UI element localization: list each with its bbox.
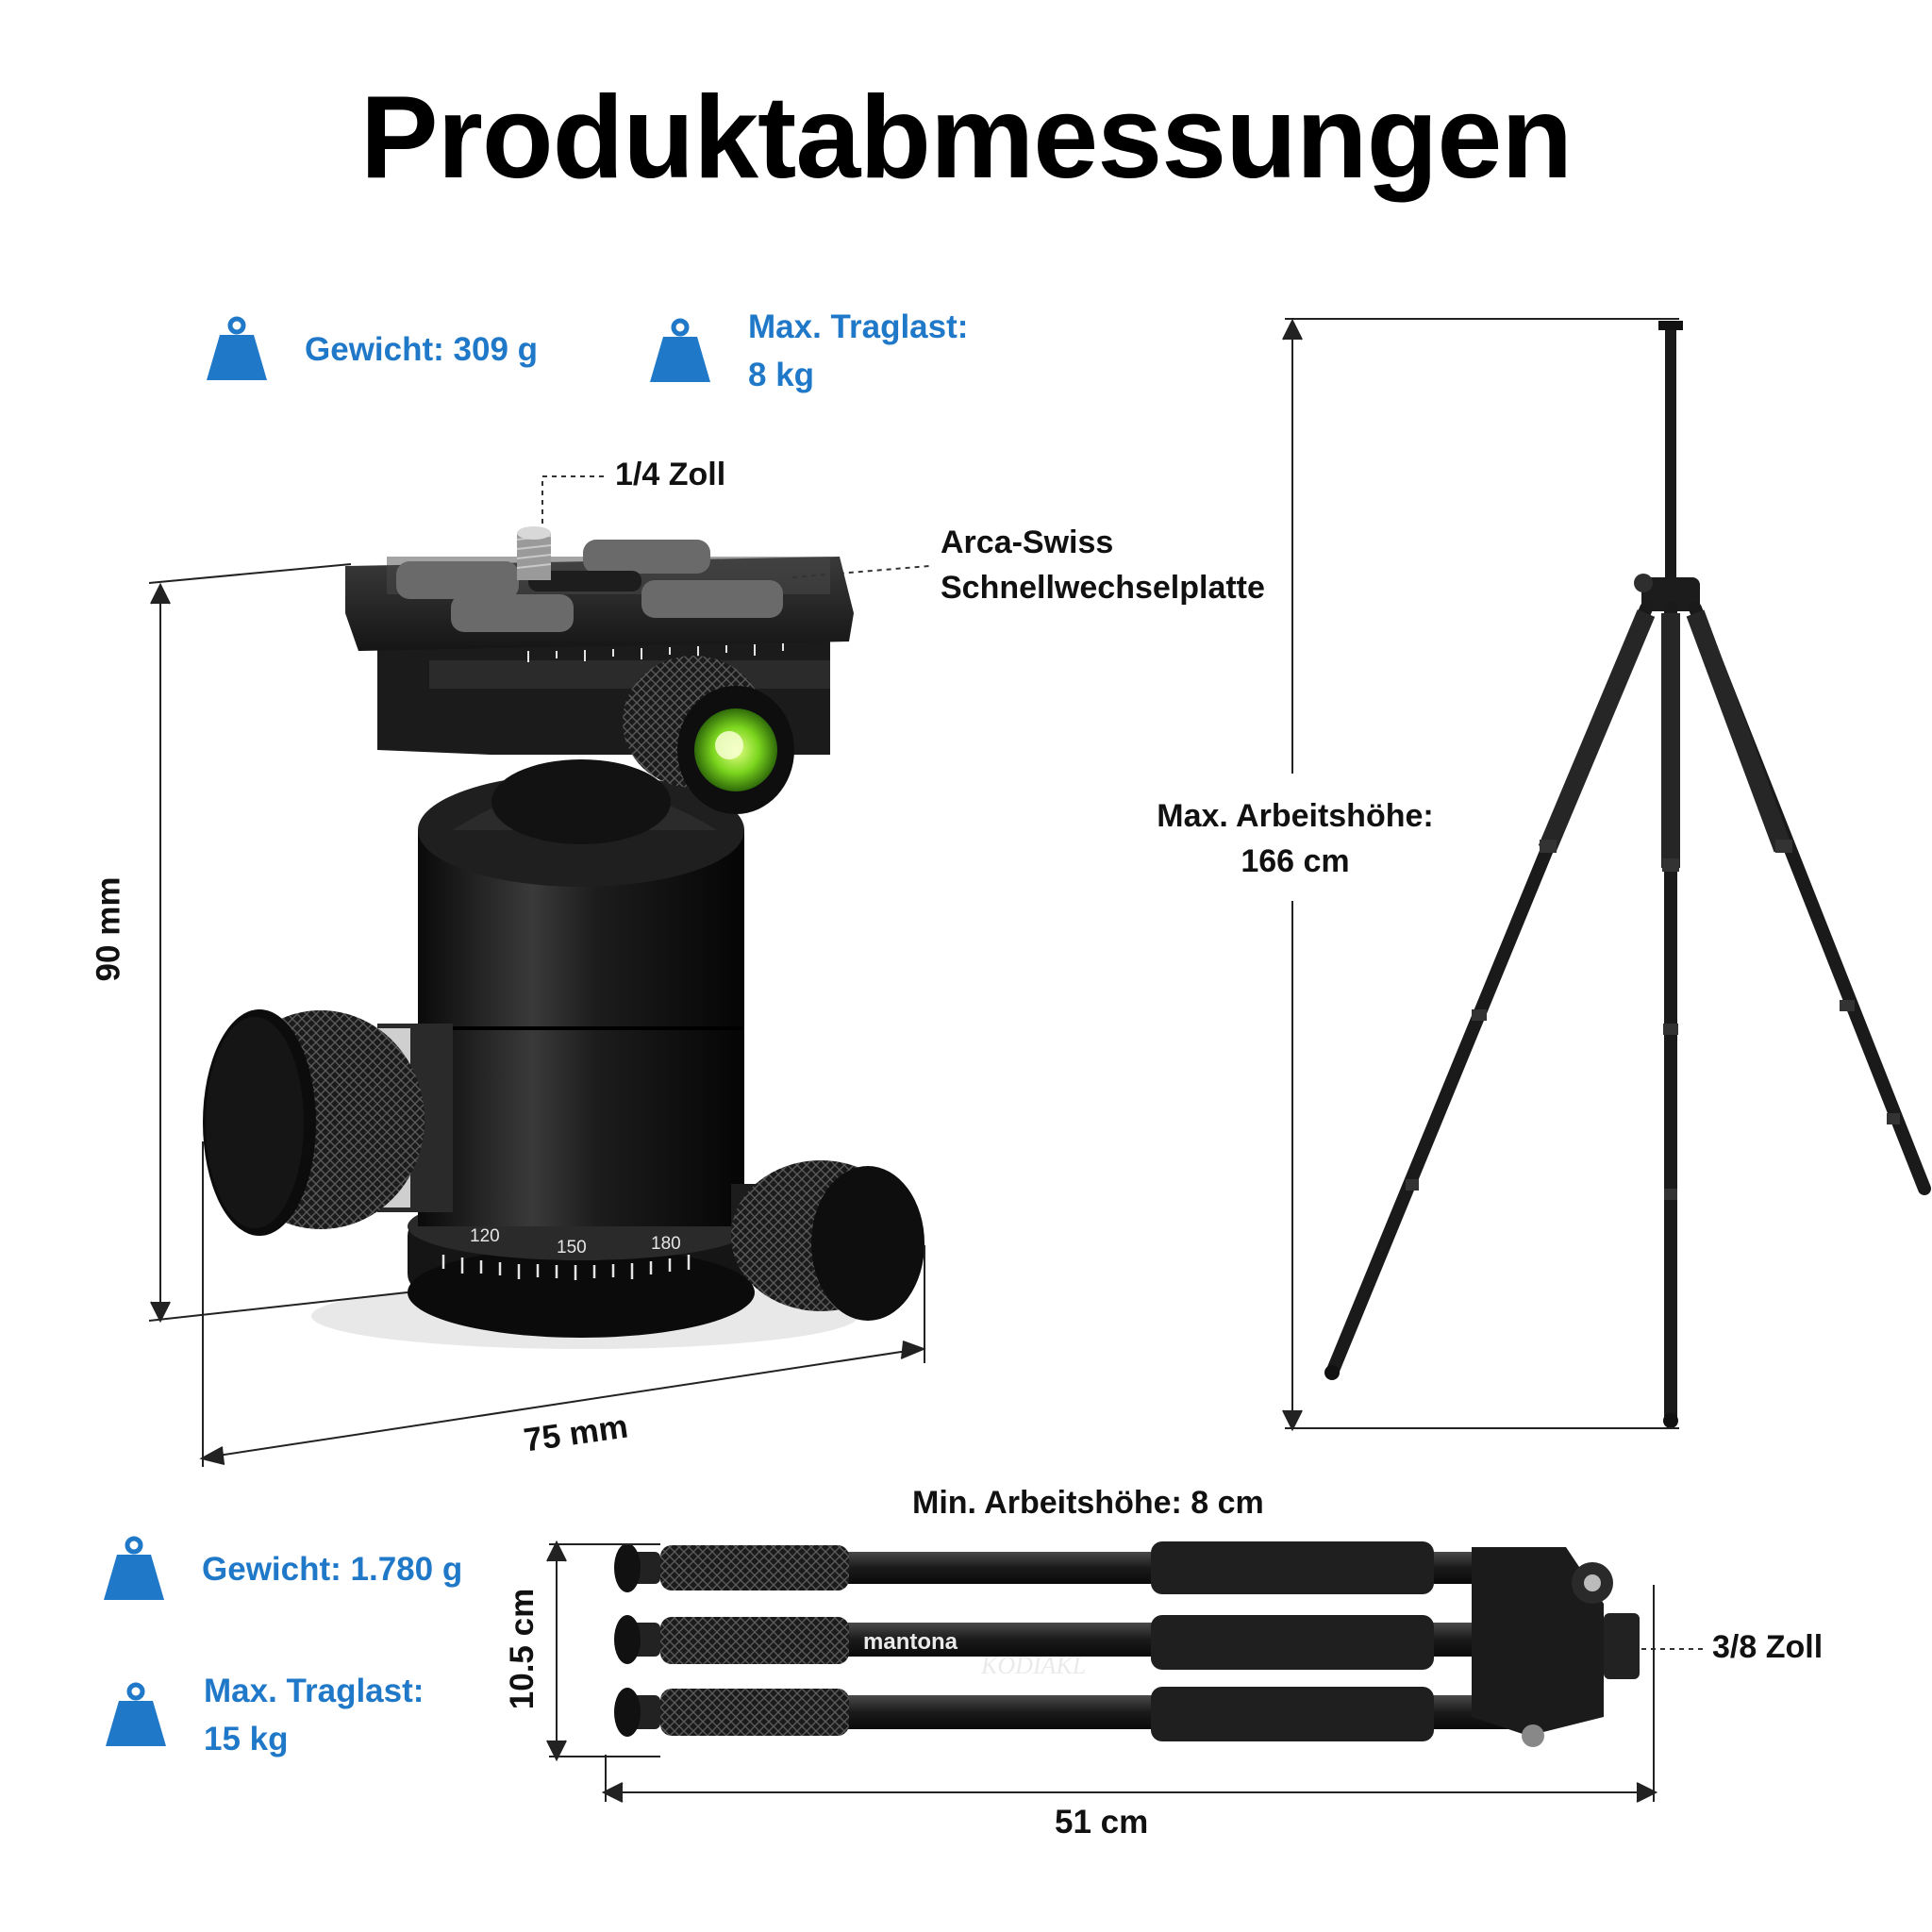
weight-icon <box>104 1536 164 1600</box>
ballhead-weight-text: Gewicht: 309 g <box>305 330 539 368</box>
page-title: Produktabmessungen <box>359 73 1573 203</box>
folded-length-label: 51 cm <box>1055 1804 1149 1840</box>
plate-label-line1: Arca-Swiss <box>941 525 1114 560</box>
lock-knob-left <box>203 1009 453 1236</box>
plate-label: Arca-Swiss Schnellwechselplatte <box>941 521 1265 610</box>
tripod-folded: mantona KODIAKL <box>614 1541 1640 1747</box>
plate-label-line2: Schnellwechselplatte <box>941 569 1265 606</box>
bubble-level <box>623 656 794 814</box>
leader-lines <box>541 475 1707 1650</box>
thread-label-quarter-inch: 1/4 Zoll <box>615 457 726 492</box>
min-height-label: Min. Arbeitshöhe: 8 cm <box>912 1485 1264 1521</box>
tripod-load-text: Max. Traglast: 15 kg <box>204 1668 424 1764</box>
ball-head: 120 150 180 <box>203 526 924 1349</box>
plate-scale <box>527 643 784 662</box>
folded-dimensions <box>546 1540 1658 1803</box>
max-height-line2: 166 cm <box>1241 842 1350 879</box>
folded-leg-bottom <box>623 1687 1538 1741</box>
model-text: KODIAKL <box>980 1652 1086 1679</box>
max-height-line1: Max. Arbeitshöhe: <box>1157 798 1434 834</box>
pan-knob-right <box>731 1160 924 1321</box>
ballhead-load-line1: Max. Traglast: <box>748 308 969 345</box>
max-height-dimension <box>1282 318 1679 1432</box>
ballhead-load-spec: Max. Traglast: 8 kg <box>646 304 968 400</box>
tripod-load-spec: Max. Traglast: 15 kg <box>102 1668 424 1764</box>
scale-150: 150 <box>557 1238 587 1257</box>
tripod-weight-spec: Gewicht: 1.780 g <box>100 1536 462 1604</box>
ballhead-weight-spec: Gewicht: 309 g <box>203 316 538 384</box>
folded-thickness-label: 10.5 cm <box>504 1588 541 1710</box>
thread-label-three-eighth-inch: 3/8 Zoll <box>1712 1629 1824 1665</box>
ballhead-load-text: Max. Traglast: 8 kg <box>748 304 968 400</box>
weight-icon <box>650 318 710 382</box>
weight-icon <box>106 1682 166 1746</box>
degree-scale <box>441 1255 691 1280</box>
tripod-extended <box>1324 321 1931 1428</box>
tripod-load-line1: Max. Traglast: <box>204 1673 425 1709</box>
folded-leg-middle <box>623 1615 1538 1670</box>
ballhead-dimensions <box>148 563 926 1467</box>
ballhead-height-label: 90 mm <box>90 876 127 982</box>
ballhead-load-line2: 8 kg <box>748 356 815 393</box>
folded-leg-top <box>623 1541 1538 1594</box>
max-height-label: Max. Arbeitshöhe: 166 cm <box>1140 794 1451 884</box>
brand-text: mantona <box>863 1629 958 1655</box>
tripod-weight-text: Gewicht: 1.780 g <box>202 1550 463 1588</box>
scale-180: 180 <box>651 1234 681 1254</box>
weight-icon <box>207 316 267 380</box>
scale-120: 120 <box>470 1226 500 1246</box>
tripod-load-line2: 15 kg <box>204 1720 289 1757</box>
